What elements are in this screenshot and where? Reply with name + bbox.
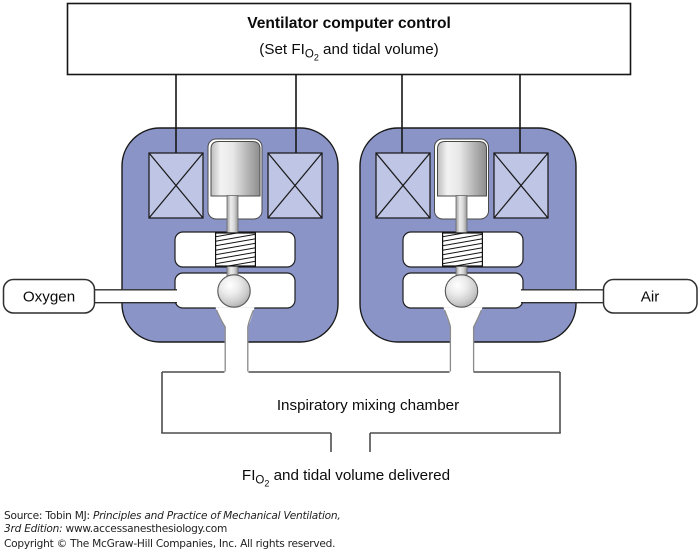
solenoid-coil-right-icon [493, 152, 549, 219]
spring [442, 232, 484, 267]
ball-poppet [217, 274, 251, 308]
ball-poppet [444, 274, 479, 308]
valve-seat-opening [443, 307, 483, 345]
outlet-channel-wall [472, 309, 483, 372]
mixing-chamber-label: Inspiratory mixing chamber [277, 397, 459, 414]
oxygen-label: Oxygen [23, 289, 75, 306]
delivered-output-label: FIO2 and tidal volume delivered [242, 467, 450, 489]
outlet-channel-wall [247, 309, 255, 372]
oxygen-solenoid-valve [121, 127, 339, 345]
oxygen-label-box [2, 278, 96, 314]
air-inlet: Air [521, 278, 698, 314]
solenoid-coil-right-icon [267, 152, 323, 219]
outlet-channel-wall [215, 309, 226, 372]
air-label-box [602, 278, 698, 314]
spring-hatch [442, 233, 483, 266]
edition-credit: 3rd Edition: www.accessanesthesiology.co… [4, 523, 227, 535]
oxygen-pipe [93, 290, 177, 303]
air-label: Air [641, 289, 660, 306]
plunger [210, 141, 261, 197]
valve-outlet-channels [215, 309, 483, 372]
solenoid-coil-left-icon [375, 152, 431, 219]
plunger [437, 141, 487, 197]
mixing-chamber-outline [161, 371, 561, 452]
spring-hatch [215, 233, 256, 266]
source-credit: Source: Tobin MJ: Principles and Practic… [4, 510, 340, 522]
control-box-subtitle: (Set FIO2 and tidal volume) [259, 41, 438, 63]
air-pipe [521, 290, 605, 303]
solenoid-coil-left-icon [148, 152, 204, 219]
air-solenoid-valve [359, 127, 577, 345]
copyright-notice: Copyright © The McGraw-Hill Companies, I… [4, 538, 335, 549]
oxygen-inlet: Oxygen [2, 278, 177, 314]
spring [215, 232, 257, 267]
outlet-channel-wall [443, 309, 452, 372]
control-box-title: Ventilator computer control [247, 15, 451, 32]
ventilator-control-box [66, 2, 632, 76]
